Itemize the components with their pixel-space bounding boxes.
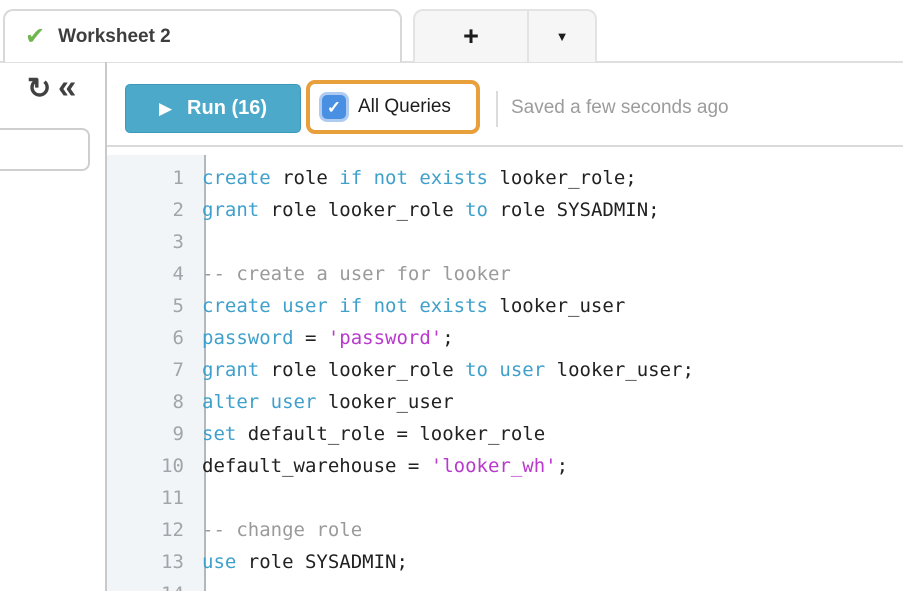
code-token: default_role = looker_role: [236, 423, 546, 445]
code-text[interactable]: set default_role = looker_role: [196, 418, 545, 450]
code-token: to: [465, 199, 488, 221]
code-line: 6 password = 'password';: [107, 322, 903, 354]
code-token: set: [202, 423, 237, 445]
code-line: 4 -- create a user for looker: [107, 258, 903, 290]
code-text[interactable]: use role SYSADMIN;: [196, 546, 408, 578]
line-number: 1: [172, 167, 184, 189]
toolbar-status-divider: [496, 91, 498, 127]
code-text[interactable]: password = 'password';: [196, 322, 454, 354]
code-line: 14: [107, 578, 903, 591]
code-text[interactable]: [196, 226, 202, 258]
line-number: 11: [161, 487, 184, 509]
code-token: default_warehouse =: [202, 455, 431, 477]
code-token: 'password': [327, 327, 443, 349]
all-queries-label[interactable]: All Queries: [358, 96, 451, 117]
tabbar-bottom-border: [0, 61, 903, 63]
code-text[interactable]: grant role looker_role to role SYSADMIN;: [196, 194, 660, 226]
new-tab-group-divider: [527, 11, 529, 62]
code-token: grant: [202, 199, 260, 221]
success-check-icon: ✔: [25, 22, 46, 50]
line-number: 2: [172, 199, 184, 221]
code-token: looker_user: [316, 391, 454, 413]
code-text[interactable]: grant role looker_role to user looker_us…: [196, 354, 694, 386]
code-token: 'looker_wh': [430, 455, 557, 477]
code-token: role looker_role: [259, 199, 466, 221]
code-token: -- create a user for looker: [202, 263, 511, 285]
code-token: alter user: [202, 391, 317, 413]
code-text[interactable]: [196, 578, 202, 591]
line-number: 10: [161, 455, 184, 477]
code-line: 8 alter user looker_user: [107, 386, 903, 418]
line-number: 7: [172, 359, 184, 381]
code-text[interactable]: alter user looker_user: [196, 386, 454, 418]
code-token: role SYSADMIN;: [236, 551, 408, 573]
code-text[interactable]: create role if not exists looker_role;: [196, 162, 637, 194]
code-token: to user: [465, 359, 546, 381]
code-token: =: [293, 327, 328, 349]
code-token: if not exists: [339, 167, 488, 189]
line-number: 5: [172, 295, 184, 317]
new-tab-group: + ▼: [413, 9, 597, 62]
sidebar-divider: [105, 62, 107, 591]
code-line: 5 create user if not exists looker_user: [107, 290, 903, 322]
saved-status-text: Saved a few seconds ago: [511, 97, 729, 118]
code-token: create user if not exists: [202, 295, 488, 317]
new-worksheet-button[interactable]: +: [463, 21, 479, 51]
line-number: 13: [161, 551, 184, 573]
code-token: -- change role: [202, 519, 363, 541]
run-button[interactable]: ▶ Run (16): [125, 84, 301, 133]
code-token: looker_user;: [545, 359, 694, 381]
line-number-gutter: [107, 155, 206, 591]
code-token: grant: [202, 359, 260, 381]
worksheet-menu-dropdown-button[interactable]: ▼: [555, 29, 569, 44]
line-number: 12: [161, 519, 184, 541]
code-token: password: [202, 327, 294, 349]
code-token: ;: [442, 327, 454, 349]
checkmark-icon: ✓: [326, 97, 342, 117]
code-text[interactable]: default_warehouse = 'looker_wh';: [196, 450, 568, 482]
line-number: 14: [107, 578, 196, 591]
line-number: 8: [172, 391, 184, 413]
code-token: looker_user: [487, 295, 626, 317]
code-line: 9 set default_role = looker_role: [107, 418, 903, 450]
play-icon: ▶: [158, 99, 173, 118]
code-token: use: [202, 551, 237, 573]
line-number: 6: [172, 327, 184, 349]
code-token: role looker_role: [259, 359, 466, 381]
tab-title: Worksheet 2: [58, 25, 171, 47]
toolbar-bottom-border: [107, 145, 903, 147]
code-line: 13 use role SYSADMIN;: [107, 546, 903, 578]
line-number: 4: [172, 263, 184, 285]
code-token: looker_role;: [488, 167, 637, 189]
code-token: role: [270, 167, 340, 189]
code-line: 12 -- change role: [107, 514, 903, 546]
collapse-sidebar-icon[interactable]: «: [58, 68, 77, 105]
refresh-icon[interactable]: ↻: [27, 73, 52, 105]
line-number: 3: [172, 231, 184, 253]
run-button-label: Run (16): [187, 97, 268, 119]
tab-worksheet-2[interactable]: ✔ Worksheet 2: [3, 9, 402, 62]
code-line: 2 grant role looker_role to role SYSADMIN…: [107, 194, 903, 226]
line-number: 9: [172, 423, 184, 445]
code-token: create: [202, 167, 271, 189]
code-line: 1 create role if not exists looker_role;: [107, 162, 903, 194]
all-queries-checkbox[interactable]: ✓: [322, 95, 346, 119]
code-text[interactable]: -- create a user for looker: [196, 258, 511, 290]
code-line: 3: [107, 226, 903, 258]
code-line: 11: [107, 482, 903, 514]
code-token: ;: [556, 455, 569, 477]
code-line: 7 grant role looker_role to user looker_u…: [107, 354, 903, 386]
sidebar-search-box[interactable]: [0, 128, 90, 171]
all-queries-highlight-box: ✓ All Queries: [306, 80, 480, 134]
code-line: 10 default_warehouse = 'looker_wh';: [107, 450, 903, 482]
code-text[interactable]: -- change role: [196, 514, 362, 546]
code-text[interactable]: create user if not exists looker_user: [196, 290, 625, 322]
code-text[interactable]: [196, 482, 202, 514]
code-token: role SYSADMIN;: [488, 199, 660, 221]
